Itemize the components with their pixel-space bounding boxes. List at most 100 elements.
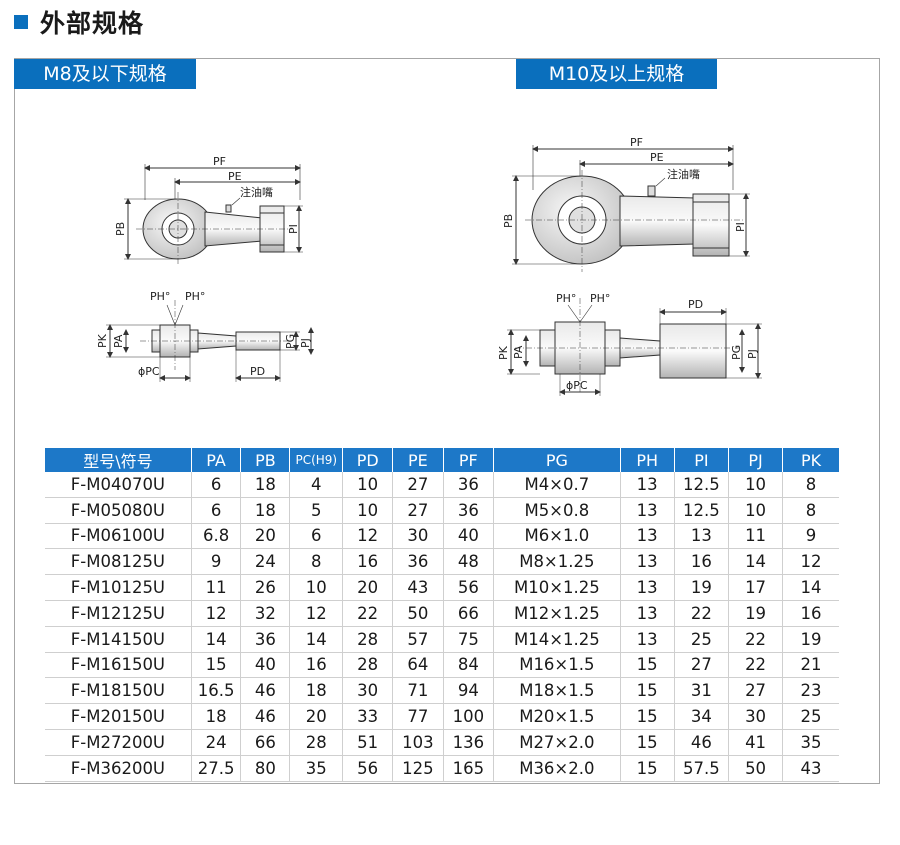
cell-pe: 27 — [392, 472, 444, 498]
cell-pf: 75 — [443, 626, 495, 653]
cell-ph: 13 — [620, 600, 675, 627]
right-pg-label: PG — [730, 345, 743, 360]
cell-model: F-M14150U — [45, 626, 192, 653]
right-pj-label: PJ — [746, 349, 759, 359]
right-ph-label-1: PH° — [556, 292, 576, 305]
left-pc-label: ϕPC — [138, 365, 160, 378]
cell-pd: 22 — [342, 600, 394, 627]
header-model: 型号\符号 — [45, 448, 192, 472]
cell-pg: M6×1.0 — [493, 523, 621, 550]
cell-pk: 16 — [782, 600, 839, 627]
cell-pk: 14 — [782, 574, 839, 601]
cell-pj: 22 — [728, 626, 784, 653]
cell-pj: 10 — [728, 472, 784, 498]
cell-pa: 27.5 — [191, 755, 242, 782]
header-pf: PF — [443, 448, 495, 472]
cell-pd: 20 — [342, 574, 394, 601]
cell-pa: 16.5 — [191, 677, 242, 705]
cell-pj: 50 — [728, 755, 784, 782]
left-spec-label: M8及以下规格 — [14, 59, 196, 89]
left-pi-label: PI — [287, 224, 300, 234]
cell-pb: 24 — [240, 548, 291, 576]
cell-pc: 4 — [289, 472, 344, 498]
cell-pi: 13 — [674, 523, 730, 550]
cell-pc: 12 — [289, 600, 344, 627]
cell-pj: 27 — [728, 677, 784, 705]
right-pi-label: PI — [734, 222, 747, 232]
cell-pi: 25 — [674, 626, 730, 653]
left-top-view — [124, 164, 303, 266]
cell-model: F-M08125U — [45, 548, 192, 576]
cell-pi: 19 — [674, 574, 730, 601]
cell-pk: 8 — [782, 472, 839, 498]
cell-pj: 22 — [728, 652, 784, 679]
cell-pd: 51 — [342, 729, 394, 756]
cell-ph: 15 — [620, 652, 675, 679]
cell-pb: 40 — [240, 652, 291, 679]
cell-pg: M12×1.25 — [493, 600, 621, 627]
cell-model: F-M36200U — [45, 755, 192, 782]
cell-ph: 15 — [620, 703, 675, 730]
cell-pe: 30 — [392, 523, 444, 550]
left-pd-label: PD — [250, 365, 265, 378]
cell-pf: 94 — [443, 677, 495, 705]
cell-ph: 13 — [620, 574, 675, 601]
cell-pa: 11 — [191, 574, 242, 601]
cell-pb: 66 — [240, 729, 291, 756]
cell-pc: 6 — [289, 523, 344, 550]
spec-table: 型号\符号 PA PB PC(H9) PD PE PF PG PH PI PJ … — [45, 448, 839, 782]
cell-model: F-M05080U — [45, 497, 192, 524]
right-ph-label-2: PH° — [590, 292, 610, 305]
cell-pa: 9 — [191, 548, 242, 576]
cell-pk: 12 — [782, 548, 839, 576]
cell-ph: 13 — [620, 548, 675, 576]
cell-pi: 31 — [674, 677, 730, 705]
cell-pk: 43 — [782, 755, 839, 782]
left-ph-label-2: PH° — [185, 290, 205, 303]
cell-pi: 46 — [674, 729, 730, 756]
header-pj: PJ — [728, 448, 784, 472]
cell-pd: 56 — [342, 755, 394, 782]
cell-pd: 10 — [342, 472, 394, 498]
cell-pc: 18 — [289, 677, 344, 705]
cell-model: F-M12125U — [45, 600, 192, 627]
cell-ph: 13 — [620, 497, 675, 524]
left-pf-label: PF — [213, 155, 226, 168]
cell-pa: 12 — [191, 600, 242, 627]
cell-model: F-M27200U — [45, 729, 192, 756]
left-pg-label: PG — [284, 334, 297, 349]
cell-pe: 43 — [392, 574, 444, 601]
header-pi: PI — [674, 448, 730, 472]
cell-pb: 36 — [240, 626, 291, 653]
cell-model: F-M06100U — [45, 523, 192, 550]
right-side-view — [507, 298, 762, 396]
cell-pg: M16×1.5 — [493, 652, 621, 679]
table-header-row: 型号\符号 PA PB PC(H9) PD PE PF PG PH PI PJ … — [45, 448, 839, 472]
cell-pe: 36 — [392, 548, 444, 576]
cell-pc: 8 — [289, 548, 344, 576]
cell-pa: 18 — [191, 703, 242, 730]
cell-pf: 136 — [443, 729, 495, 756]
cell-pj: 30 — [728, 703, 784, 730]
right-pb-label: PB — [502, 214, 515, 228]
right-pa-label: PA — [512, 345, 525, 359]
cell-pg: M14×1.25 — [493, 626, 621, 653]
cell-pk: 8 — [782, 497, 839, 524]
cell-ph: 15 — [620, 677, 675, 705]
cell-pf: 165 — [443, 755, 495, 782]
header-pg: PG — [493, 448, 621, 472]
header-pc: PC(H9) — [289, 448, 344, 472]
cell-pg: M18×1.5 — [493, 677, 621, 705]
left-nozzle-label: 注油嘴 — [240, 185, 273, 199]
cell-pb: 20 — [240, 523, 291, 550]
cell-pk: 9 — [782, 523, 839, 550]
cell-pa: 6 — [191, 497, 242, 524]
cell-pd: 10 — [342, 497, 394, 524]
cell-pb: 32 — [240, 600, 291, 627]
cell-pg: M5×0.8 — [493, 497, 621, 524]
